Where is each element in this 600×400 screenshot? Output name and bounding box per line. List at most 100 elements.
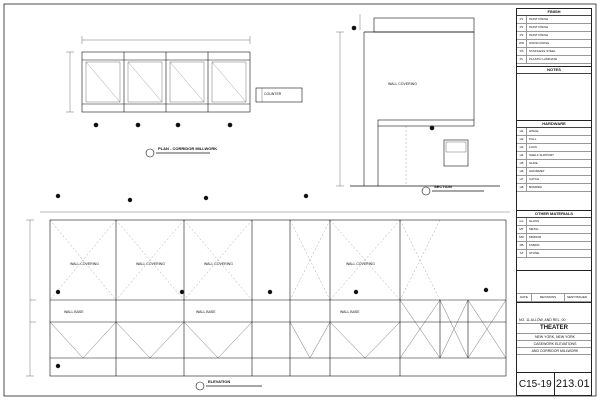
project-section: NO. 11 ALLOW, AND REL. 00 THEATER NEW YO… bbox=[517, 303, 591, 373]
project-location: NEW YORK, NEW YORK bbox=[517, 334, 591, 341]
other-material-item-code: GL bbox=[517, 218, 527, 225]
callout-2: WALL BASE bbox=[196, 310, 216, 314]
finish-item-text: STAINLESS STEEL bbox=[529, 49, 556, 53]
revisions-section: DATE REVISIONS SENT/ISSUED bbox=[517, 271, 591, 303]
project-line-1: NO. 11 ALLOW, AND REL. 00 bbox=[517, 317, 591, 324]
other-material-item-text: STONE bbox=[529, 251, 540, 255]
finish-item-text: PAINT FINISH bbox=[529, 17, 549, 21]
plan-view bbox=[66, 36, 303, 128]
section-wall-label: WALL COVERING bbox=[388, 82, 417, 86]
hardware-item-code: H3 bbox=[517, 144, 527, 151]
elevation-view bbox=[26, 211, 510, 377]
finish-header: FINISH bbox=[517, 9, 591, 16]
other-material-item-code: ST bbox=[517, 250, 527, 257]
section-title-marker bbox=[421, 186, 484, 196]
finish-item-text: PAINT FINISH bbox=[529, 33, 549, 37]
hardware-item-text: GROMMET bbox=[529, 169, 545, 173]
hardware-item-code: H8 bbox=[517, 184, 527, 191]
other-material-item-code: FB bbox=[517, 242, 527, 249]
hardware-item-text: HINGE bbox=[529, 129, 539, 133]
other-material-item-code: MR bbox=[517, 234, 527, 241]
hardware-item-code: H6 bbox=[517, 168, 527, 175]
other-material-item-code: MT bbox=[517, 226, 527, 233]
sheet-id: C15-19 bbox=[517, 373, 555, 395]
finish-item-code: WD bbox=[517, 40, 527, 47]
wall-label-1: WALL COVERING bbox=[70, 262, 99, 266]
callout-3: WALL BASE bbox=[340, 310, 360, 314]
wall-label-2: WALL COVERING bbox=[136, 262, 165, 266]
plan-title-marker bbox=[145, 148, 210, 158]
callout-1: WALL BASE bbox=[64, 310, 84, 314]
finish-item-code: P1 bbox=[517, 16, 527, 23]
sheet-number-block: C15-19 213.01 bbox=[517, 373, 591, 395]
other-material-item-text: FABRIC bbox=[529, 243, 540, 247]
finish-item-code: SS bbox=[517, 48, 527, 55]
sheet-border bbox=[3, 3, 597, 397]
hardware-item-code: H7 bbox=[517, 176, 527, 183]
finish-item-code: PL bbox=[517, 56, 527, 63]
other-material-item-text: METAL bbox=[529, 227, 539, 231]
sheet-number: 213.01 bbox=[555, 378, 590, 390]
hardware-item-code: H1 bbox=[517, 128, 527, 135]
wall-label-3: WALL COVERING bbox=[204, 262, 233, 266]
section-markers bbox=[55, 193, 489, 369]
section-view bbox=[336, 14, 500, 187]
hardware-item-code: H5 bbox=[517, 160, 527, 167]
hardware-header: HARDWARE bbox=[517, 121, 591, 128]
other-material-item-text: GLASS bbox=[529, 219, 540, 223]
finish-item-text: PLASTIC LAMINATE bbox=[529, 57, 558, 61]
notes-header: NOTES bbox=[517, 67, 591, 74]
elevation-title: ELEVATION bbox=[208, 379, 231, 384]
other-materials-header: OTHER MATERIALS bbox=[517, 211, 591, 218]
project-line-2: THEATER bbox=[517, 324, 591, 334]
elevation-title-marker bbox=[195, 381, 262, 391]
sheet-desc-2: AND CORRIDOR MILLWORK bbox=[517, 348, 591, 355]
notes-section: NOTES bbox=[517, 67, 591, 121]
hardware-item-text: BUMPER bbox=[529, 185, 542, 189]
hardware-item-text: PULL bbox=[529, 137, 537, 141]
finish-item-code: P3 bbox=[517, 32, 527, 39]
section-title: SECTION bbox=[434, 184, 452, 189]
finish-item-text: WOOD FINISH bbox=[529, 41, 550, 45]
hardware-item-text: SHELF SUPPORT bbox=[529, 153, 554, 157]
finish-item-code: P2 bbox=[517, 24, 527, 31]
rev-col-date: DATE bbox=[517, 294, 532, 301]
rev-col-revisions: REVISIONS bbox=[532, 294, 565, 301]
sheet-desc-1: CASEWORK ELEVATIONS bbox=[517, 341, 591, 348]
hardware-item-code: H2 bbox=[517, 136, 527, 143]
plan-title: PLAN - CORRIDOR MILLWORK bbox=[158, 146, 218, 151]
hardware-item-code: H4 bbox=[517, 152, 527, 159]
hardware-item-text: SLIDE bbox=[529, 161, 538, 165]
other-material-item-text: MIRROR bbox=[529, 235, 542, 239]
wall-label-4: WALL COVERING bbox=[346, 262, 375, 266]
hardware-item-text: LOCK bbox=[529, 145, 538, 149]
rev-col-sent: SENT/ISSUED bbox=[567, 295, 588, 299]
callout-4: COUNTER bbox=[264, 92, 282, 96]
finish-item-text: PAINT FINISH bbox=[529, 25, 549, 29]
hardware-item-text: CATCH bbox=[529, 177, 540, 181]
